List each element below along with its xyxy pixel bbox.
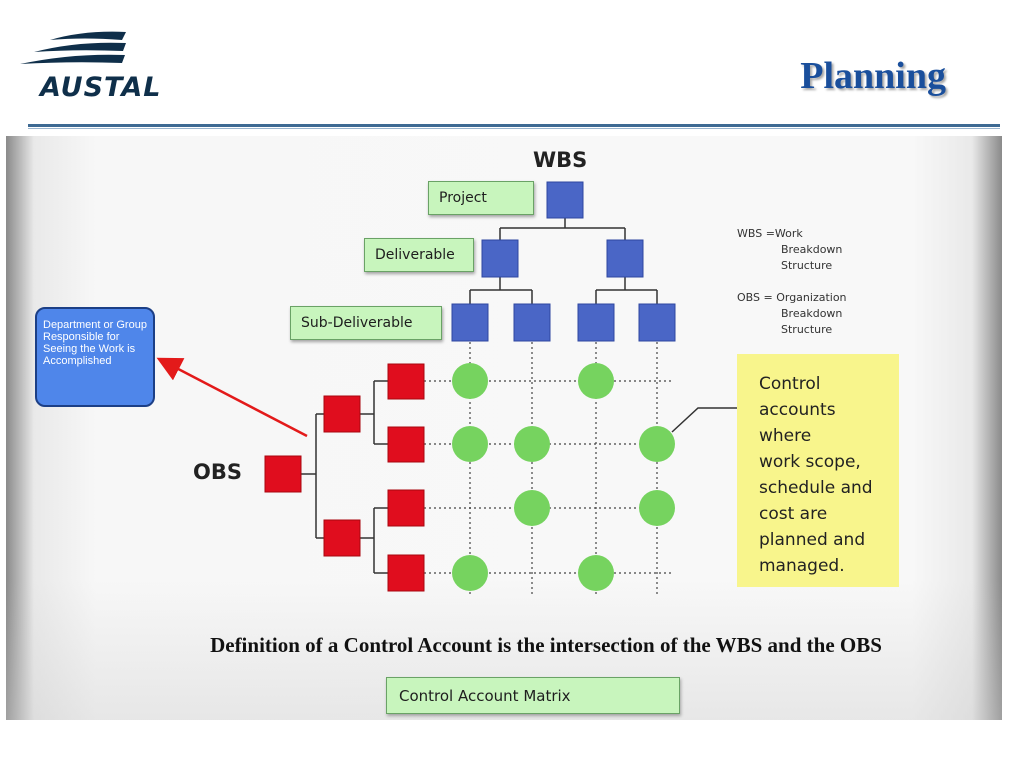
control-account-definition: Definition of a Control Account is the i…: [210, 633, 882, 657]
obs-unit-node: [387, 426, 425, 463]
obs-group-node: [323, 395, 361, 433]
wbs-tree-connectors: [469, 218, 658, 304]
obs-root-node: [264, 455, 302, 493]
wbs-level-deliverable-label: Deliverable: [364, 238, 474, 272]
obs-legend: OBS = Organization Breakdown Structure: [737, 290, 847, 338]
control-account-callout: Control accounts where work scope, sched…: [737, 354, 899, 587]
control-account-node: [452, 426, 488, 462]
wbs-project-node: [546, 181, 584, 219]
obs-unit-node: [387, 489, 425, 527]
control-account-node: [452, 363, 488, 399]
obs-legend-line: Structure: [781, 323, 833, 336]
control-account-node: [639, 426, 675, 462]
callout-line: cost are: [759, 504, 828, 524]
wbs-title: WBS: [533, 148, 588, 172]
obs-legend-line: Breakdown: [781, 307, 843, 320]
wbs-nodes: [451, 181, 676, 342]
wbs-subdeliverable-node: [513, 303, 551, 342]
callout-line: managed.: [759, 556, 845, 576]
obs-group-node: [323, 519, 361, 557]
control-account-node: [514, 490, 550, 526]
austal-wave-icon: [20, 31, 126, 64]
callout-line: where: [759, 426, 812, 446]
wbs-legend-line: Breakdown: [781, 243, 843, 256]
wbs-level-project-label: Project: [428, 181, 534, 215]
department-callout: Department or Group Responsible for Seei…: [35, 307, 155, 407]
control-account-node: [578, 555, 614, 591]
page-title: Planning: [800, 55, 946, 97]
obs-unit-node: [387, 363, 425, 400]
obs-unit-node: [387, 554, 425, 592]
wbs-deliverable-node: [481, 239, 519, 278]
control-account-node: [452, 555, 488, 591]
wbs-subdeliverable-node: [451, 303, 489, 342]
callout-line: schedule and: [759, 478, 873, 498]
callout-line: Control: [759, 374, 821, 394]
wbs-deliverable-node: [606, 239, 644, 278]
control-account-leader-line: [671, 407, 738, 433]
obs-legend-line: OBS = Organization: [737, 291, 847, 304]
obs-tree-connectors: [301, 380, 388, 574]
callout-line: planned and: [759, 530, 866, 550]
wbs-legend-line: WBS =Work: [737, 227, 803, 240]
title-divider: [28, 124, 1000, 127]
control-account-matrix-label: Control Account Matrix: [386, 677, 680, 714]
control-account-circles: [452, 363, 675, 591]
brand-logo-text: AUSTAL: [40, 72, 162, 103]
callout-line: accounts: [759, 400, 836, 420]
control-account-node: [514, 426, 550, 462]
obs-nodes: [264, 363, 425, 592]
wbs-subdeliverable-node: [638, 303, 676, 342]
title-divider-light: [28, 128, 1000, 129]
callout-line: work scope,: [759, 452, 861, 472]
obs-title: OBS: [193, 460, 242, 484]
wbs-legend-line: Structure: [781, 259, 833, 272]
control-account-node: [578, 363, 614, 399]
wbs-legend: WBS =Work Breakdown Structure: [737, 226, 842, 274]
wbs-subdeliverable-node: [577, 303, 615, 342]
obs-pointer-arrow: [156, 357, 308, 438]
control-account-node: [639, 490, 675, 526]
wbs-level-subdeliverable-label: Sub-Deliverable: [290, 306, 442, 340]
